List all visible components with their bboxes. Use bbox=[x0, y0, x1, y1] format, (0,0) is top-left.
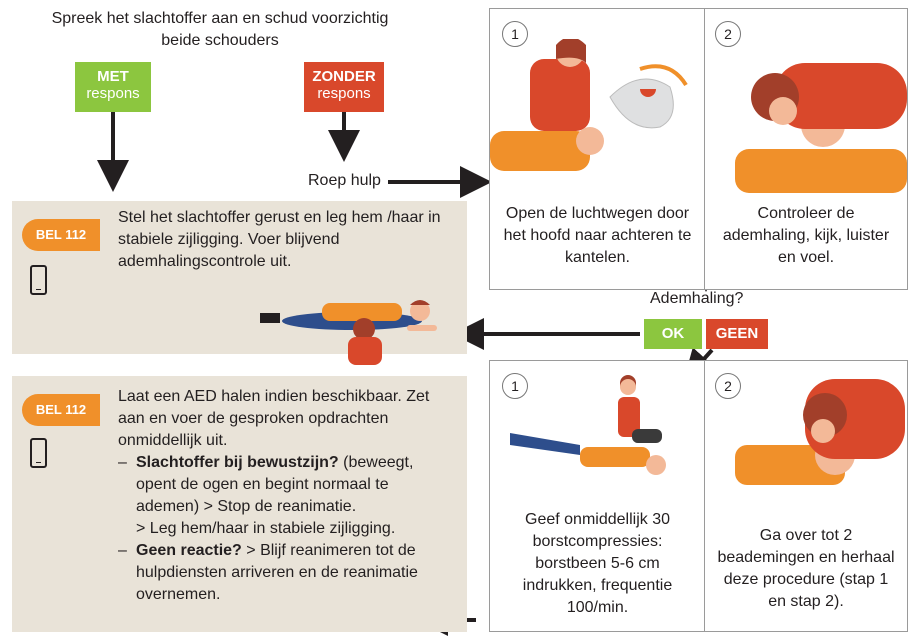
airway-illustration bbox=[490, 39, 688, 171]
step-number: 2 bbox=[715, 373, 741, 399]
intro-text: Spreek het slachtoffer aan en schud voor… bbox=[51, 10, 389, 49]
ok-badge: OK bbox=[644, 319, 702, 349]
list-item: – Slachtoffer bij bewustzijn? (beweegt, … bbox=[118, 452, 453, 540]
zonder-label: ZONDER bbox=[312, 68, 376, 85]
box2-text: Laat een AED halen indien beschikbaar. Z… bbox=[118, 386, 453, 606]
dash: – bbox=[118, 542, 127, 559]
recovery-position-illustration bbox=[260, 300, 437, 365]
panel-ademhaling-controle: 2 Controleer de ademhaling, kijk, luiste… bbox=[704, 8, 908, 290]
aed-instruction: Laat een AED halen indien beschikbaar. Z… bbox=[118, 388, 430, 449]
bel-112-badge: BEL 112 bbox=[22, 219, 100, 251]
roep-hulp-text: Roep hulp bbox=[308, 172, 381, 189]
bel-112-badge: BEL 112 bbox=[22, 394, 100, 426]
panel-beademingen: 2 Ga over tot 2 beademingen en herhaal d… bbox=[704, 360, 908, 632]
dash: – bbox=[118, 454, 127, 471]
box1-text: Stel het slachtoffer gerust en leg hem /… bbox=[118, 209, 441, 270]
rescue-breath-illustration bbox=[735, 379, 905, 485]
phone-icon bbox=[30, 438, 47, 468]
ademhaling-question: Ademhaling? bbox=[650, 290, 744, 307]
panel-luchtwegen: 1 Open de luchtwegen door het hoofd naar… bbox=[489, 8, 706, 290]
zonder-respons-tag: ZONDER respons bbox=[304, 62, 384, 112]
met-label: MET bbox=[97, 68, 129, 85]
met-sub: respons bbox=[86, 85, 140, 102]
stabiele-zijligging-box: BEL 112 Stel het slachtoffer gerust en l… bbox=[12, 201, 467, 365]
geen-reactie-text: > Blijf reanimeren tot de hulpdiensten a… bbox=[136, 542, 418, 603]
list-item: – Geen reactie? > Blijf reanimeren tot d… bbox=[118, 540, 453, 606]
panel-caption: Geef onmiddellijk 30 borstcompressies: b… bbox=[522, 511, 673, 616]
bewustzijn-question: Slachtoffer bij bewustzijn? bbox=[136, 454, 339, 471]
panel-caption: Controleer de ademhaling, kijk, luister … bbox=[722, 205, 890, 266]
zonder-sub: respons bbox=[317, 85, 371, 102]
chest-compression-illustration bbox=[510, 375, 666, 475]
panel-caption: Ga over tot 2 beademingen en herhaal dez… bbox=[717, 527, 895, 610]
step-number: 1 bbox=[502, 373, 528, 399]
stabiele-text: > Leg hem/haar in stabiele zijligging. bbox=[136, 520, 396, 537]
reaction-list: – Slachtoffer bij bewustzijn? (beweegt, … bbox=[118, 452, 453, 606]
panel-borstcompressies: 1 Geef onmiddellijk 30 borstcompressies:… bbox=[489, 360, 706, 632]
met-respons-tag: MET respons bbox=[75, 62, 151, 112]
check-breathing-illustration bbox=[735, 63, 907, 193]
step-number: 1 bbox=[502, 21, 528, 47]
step-number: 2 bbox=[715, 21, 741, 47]
panel-caption: Open de luchtwegen door het hoofd naar a… bbox=[503, 205, 692, 266]
geen-reactie-question: Geen reactie? bbox=[136, 542, 242, 559]
bewustzijn-text: (beweegt, opent de ogen en begint normaa… bbox=[136, 454, 414, 515]
aed-reanimatie-box: BEL 112 Laat een AED halen indien beschi… bbox=[12, 376, 467, 632]
phone-icon bbox=[30, 265, 47, 295]
geen-badge: GEEN bbox=[706, 319, 768, 349]
